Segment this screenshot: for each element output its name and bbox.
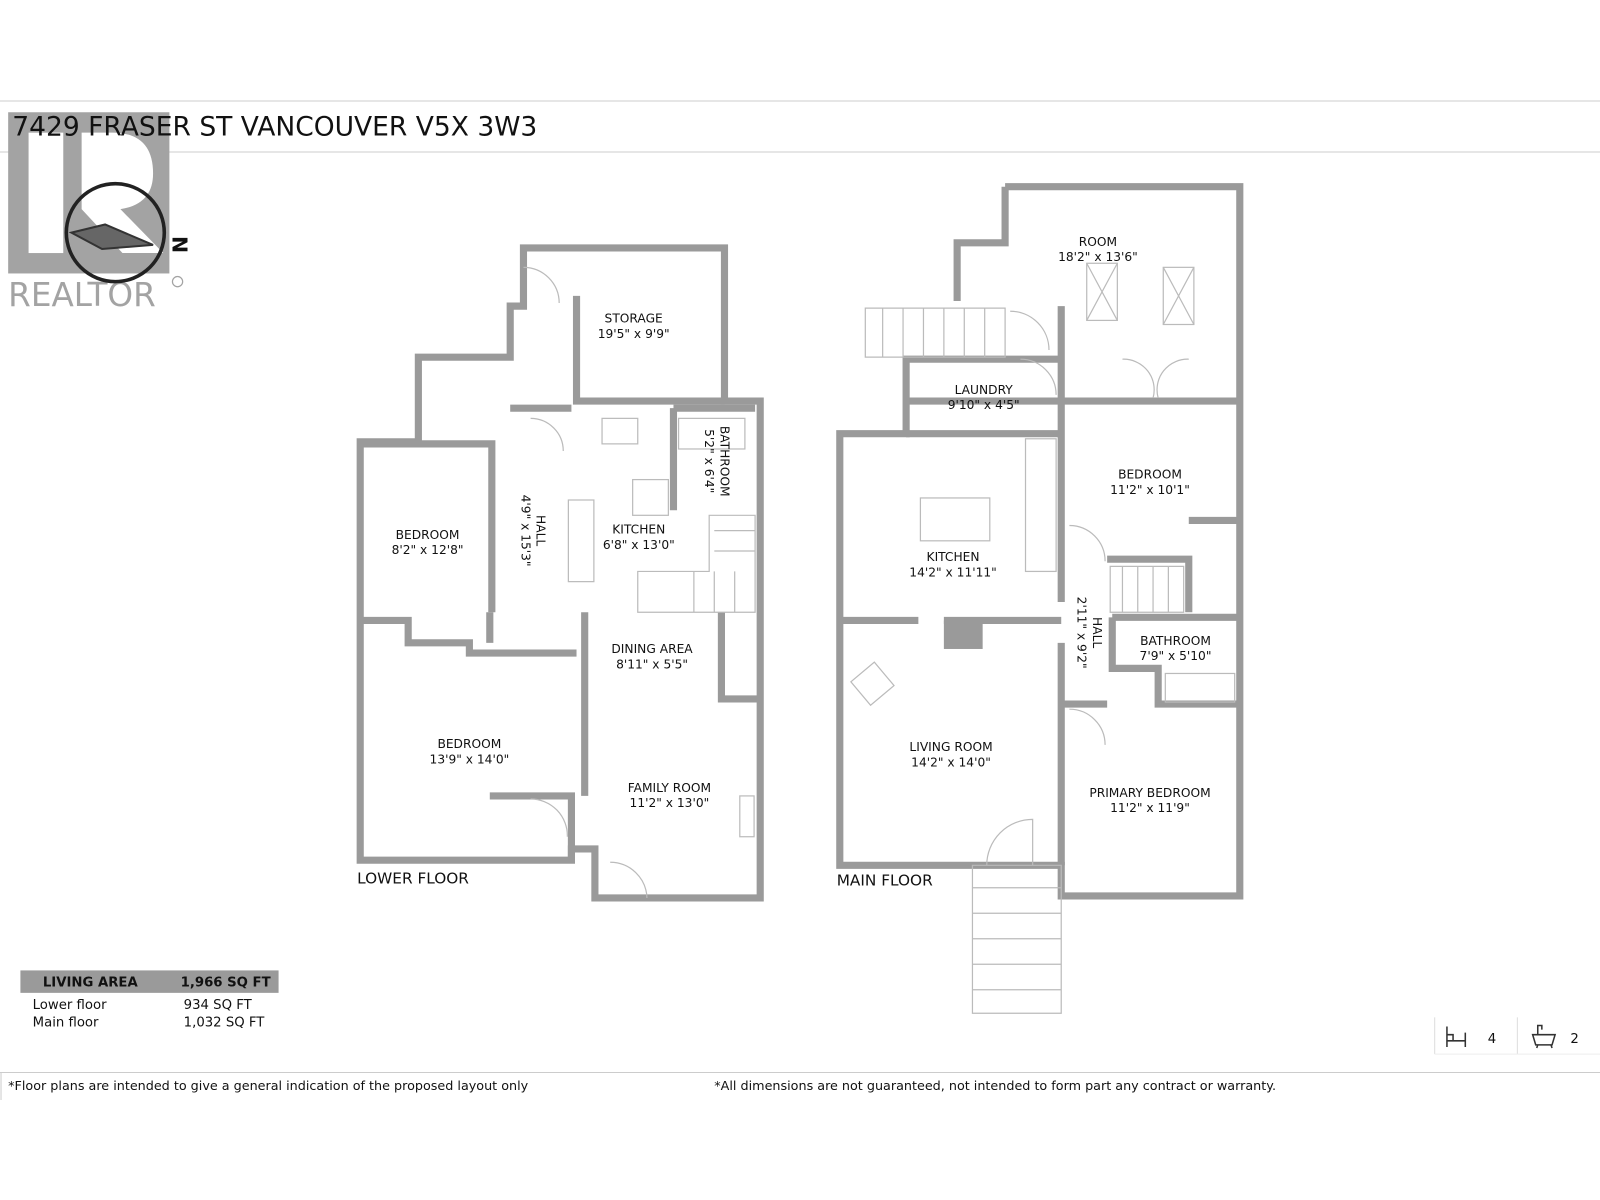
room-dimensions: 19'5" x 9'9"	[598, 327, 670, 341]
room-dimensions: 2'11" x 9'2"	[1075, 597, 1089, 669]
room-name: FAMILY ROOM	[628, 781, 711, 795]
lower-floor-room-labels: STORAGE 19'5" x 9'9" BATHROOM 5'2" x 6'4…	[392, 311, 732, 810]
page-title: 7429 FRASER ST VANCOUVER V5X 3W3	[12, 112, 537, 143]
room-dimensions: 6'8" x 13'0"	[603, 538, 675, 552]
area-header-bar	[20, 970, 279, 993]
living-area-table: LIVING AREA 1,966 SQ FT Lower floor 934 …	[20, 970, 279, 1031]
realtor-wordmark: REALTOR	[8, 276, 156, 314]
compass-north-label: N	[169, 236, 193, 253]
room-dimensions: 9'10" x 4'5"	[948, 398, 1020, 412]
bathroom-count: 2	[1570, 1032, 1578, 1047]
room-dimensions: 5'2" x 6'4"	[702, 429, 716, 493]
room-dimensions: 11'2" x 10'1"	[1110, 483, 1190, 497]
main-floor-plan	[836, 183, 1244, 1014]
chimney	[943, 620, 983, 649]
compass-icon: N	[64, 181, 193, 284]
footer-disclaimer-left: *Floor plans are intended to give a gene…	[8, 1079, 529, 1094]
room-name: LAUNDRY	[955, 383, 1014, 397]
area-row-label: Lower floor	[33, 998, 107, 1013]
room-name: BATHROOM	[1140, 634, 1211, 648]
area-header-label: LIVING AREA	[43, 976, 139, 991]
bed-icon	[1446, 1026, 1467, 1047]
area-header-value: 1,966 SQ FT	[181, 976, 271, 991]
room-dimensions: 4'9" x 15'3"	[518, 495, 532, 567]
area-row-value: 1,032 SQ FT	[184, 1016, 266, 1031]
lower-floor-label: LOWER FLOOR	[357, 870, 469, 888]
bathtub-icon	[1531, 1024, 1557, 1049]
room-name: KITCHEN	[927, 550, 980, 564]
room-dimensions: 13'9" x 14'0"	[430, 752, 510, 766]
room-name: HALL	[1090, 617, 1104, 648]
room-name: KITCHEN	[612, 523, 665, 537]
room-dimensions: 11'2" x 13'0"	[630, 796, 710, 810]
room-name: BEDROOM	[437, 737, 501, 751]
area-row-value: 934 SQ FT	[184, 998, 253, 1013]
footer-disclaimer-right: *All dimensions are not guaranteed, not …	[714, 1079, 1276, 1094]
room-dimensions: 14'2" x 14'0"	[911, 755, 991, 769]
lower-floor-plan	[356, 244, 764, 902]
room-name: PRIMARY BEDROOM	[1089, 786, 1210, 800]
area-row-label: Main floor	[33, 1016, 99, 1031]
main-floor-room-labels: ROOM 18'2" x 13'6" LAUNDRY 9'10" x 4'5" …	[909, 235, 1211, 815]
room-name: BEDROOM	[1118, 468, 1182, 482]
room-name: BATHROOM	[717, 426, 731, 497]
room-name: ROOM	[1079, 235, 1117, 249]
room-dimensions: 8'2" x 12'8"	[392, 543, 464, 557]
room-dimensions: 14'2" x 11'11"	[909, 566, 997, 580]
room-name: BEDROOM	[396, 528, 460, 542]
room-dimensions: 8'11" x 5'5"	[616, 657, 688, 671]
room-dimensions: 18'2" x 13'6"	[1058, 250, 1138, 264]
room-counts: 4 2	[1434, 1017, 1600, 1055]
room-name: HALL	[534, 515, 548, 546]
room-name: STORAGE	[605, 311, 663, 325]
main-floor-label: MAIN FLOOR	[837, 872, 933, 890]
room-name: DINING AREA	[611, 642, 693, 656]
room-name: LIVING ROOM	[909, 740, 992, 754]
room-dimensions: 7'9" x 5'10"	[1140, 649, 1212, 663]
bedroom-count: 4	[1488, 1032, 1496, 1047]
room-dimensions: 11'2" x 11'9"	[1110, 801, 1190, 815]
